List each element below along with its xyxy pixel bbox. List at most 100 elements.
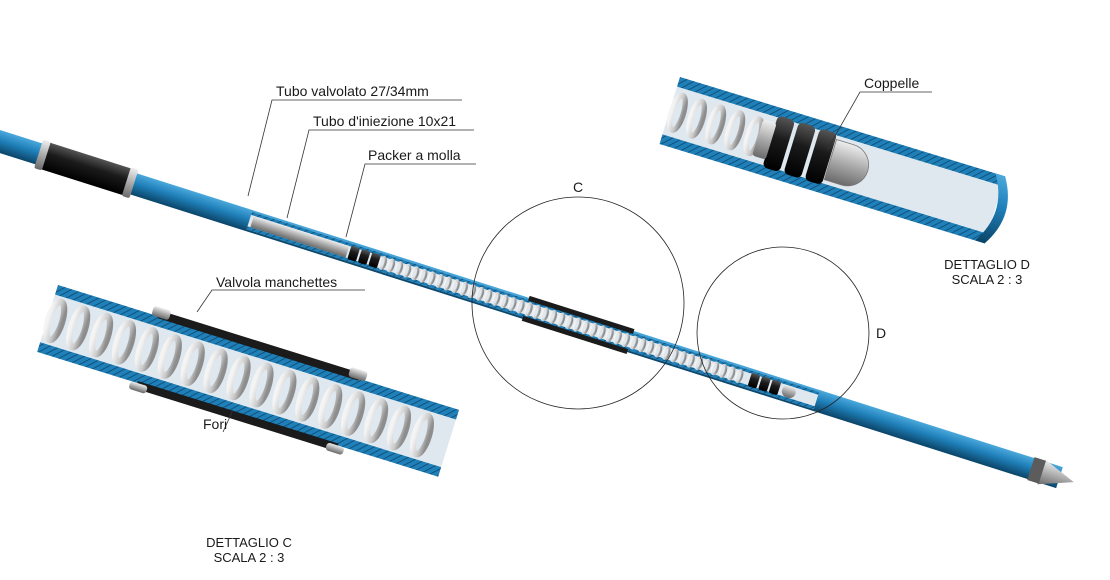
sleeve-ring-left bbox=[34, 140, 51, 170]
spring-coil bbox=[718, 363, 728, 378]
spring-coil bbox=[410, 266, 420, 281]
spring-coil bbox=[427, 271, 436, 286]
spring-coil bbox=[318, 384, 343, 429]
spring-coil bbox=[581, 320, 590, 335]
detail-circle-d bbox=[696, 246, 870, 420]
detail-d-view bbox=[659, 77, 1008, 244]
spring-coil bbox=[540, 307, 549, 322]
main-rod bbox=[0, 126, 1074, 489]
spring-coil bbox=[203, 348, 228, 394]
spring-coil bbox=[341, 391, 366, 436]
spring-coil bbox=[572, 317, 582, 332]
spring-coil bbox=[524, 302, 533, 317]
label-valvola: Valvola manchettes bbox=[216, 274, 337, 290]
packer-cups-right bbox=[748, 373, 796, 399]
detail-d-spring bbox=[666, 92, 765, 157]
spring-coil bbox=[705, 104, 727, 145]
spring-coil bbox=[516, 299, 525, 314]
spring-coil bbox=[295, 376, 320, 422]
spring-coil bbox=[548, 309, 558, 324]
detail-d-cups bbox=[752, 116, 870, 187]
spring-coil bbox=[532, 304, 541, 319]
spring-coil bbox=[451, 279, 460, 294]
spring-coil bbox=[418, 268, 428, 283]
spring-coil bbox=[686, 98, 708, 139]
marker-d: D bbox=[876, 325, 886, 341]
spring-coil bbox=[734, 369, 744, 383]
spring-coil bbox=[249, 362, 274, 408]
spring-coil bbox=[564, 315, 574, 330]
spring-coil bbox=[88, 312, 114, 358]
detail-circle-c bbox=[471, 196, 685, 410]
spring-coil bbox=[459, 281, 468, 296]
spring-coil bbox=[386, 258, 396, 273]
spring-coil bbox=[475, 286, 485, 301]
spring-coil bbox=[508, 297, 517, 312]
spring-coil bbox=[662, 345, 671, 360]
spring-coil bbox=[443, 276, 452, 291]
spring-coil bbox=[409, 412, 434, 458]
spring-coil bbox=[686, 353, 695, 368]
spring-coil bbox=[394, 261, 404, 276]
spring-coil bbox=[491, 291, 501, 306]
spring-coil bbox=[180, 341, 205, 386]
spring-coil bbox=[621, 333, 631, 347]
sleeve-ring-right bbox=[122, 167, 138, 198]
spring-coil bbox=[666, 92, 688, 133]
spring-coil bbox=[710, 361, 720, 376]
leader-coppelle bbox=[826, 91, 932, 151]
rubber-sleeve bbox=[38, 142, 132, 195]
spring-coil bbox=[435, 273, 444, 288]
spring-coil bbox=[605, 327, 614, 342]
spring-coil bbox=[726, 366, 736, 381]
label-tubo-valvolato: Tubo valvolato 27/34mm bbox=[276, 83, 429, 99]
spring-coil bbox=[363, 398, 389, 444]
leader-tubo-valvolato bbox=[247, 99, 462, 197]
spring-coil bbox=[500, 294, 509, 309]
spring-coil bbox=[637, 338, 647, 353]
leader-packer bbox=[345, 163, 476, 238]
detail-d-scale: SCALA 2 : 3 bbox=[952, 272, 1023, 287]
detail-c-view bbox=[37, 285, 459, 477]
spring-coil bbox=[386, 405, 412, 451]
spring-coil bbox=[597, 325, 606, 340]
detail-c-manchette-bottom bbox=[135, 381, 339, 452]
label-tubo-iniezione: Tubo d'iniezione 10x21 bbox=[313, 113, 456, 129]
spring-coil bbox=[556, 312, 566, 327]
detail-d-title: DETTAGLIO D bbox=[944, 257, 1030, 272]
spring-coil bbox=[645, 340, 655, 355]
spring-coil bbox=[378, 256, 387, 270]
marker-c: C bbox=[573, 179, 583, 195]
spring-coil bbox=[724, 110, 746, 151]
spring-coil bbox=[111, 319, 137, 365]
spring-coil bbox=[66, 305, 91, 351]
label-coppelle: Coppelle bbox=[864, 75, 919, 91]
spring-coil bbox=[402, 263, 412, 278]
detail-c-spring bbox=[43, 298, 434, 458]
spring-coil bbox=[629, 335, 639, 350]
spring-coil bbox=[678, 351, 687, 365]
spring-coil bbox=[157, 334, 182, 379]
spring-coil bbox=[589, 322, 598, 337]
detail-c-manchette-top bbox=[157, 310, 361, 381]
packer-cups-left bbox=[347, 246, 381, 268]
detail-c-scale: SCALA 2 : 3 bbox=[214, 550, 285, 565]
spring-coil bbox=[613, 330, 622, 345]
tubo-iniezione bbox=[250, 215, 350, 258]
detail-c-title: DETTAGLIO C bbox=[206, 535, 292, 550]
spring-coils bbox=[378, 256, 744, 383]
leader-valvola bbox=[196, 289, 365, 313]
label-packer: Packer a molla bbox=[368, 147, 461, 163]
leader-fori bbox=[222, 409, 234, 433]
label-fori: Fori bbox=[203, 416, 227, 432]
spring-coil bbox=[702, 358, 712, 373]
spring-coil bbox=[43, 298, 68, 344]
spring-coil bbox=[670, 348, 679, 363]
spring-coil bbox=[653, 343, 663, 358]
spring-coil bbox=[483, 289, 493, 304]
spring-coil bbox=[272, 369, 297, 415]
leader-tubo-iniezione bbox=[286, 129, 474, 219]
conical-tip bbox=[1037, 459, 1074, 485]
valve-sleeve-main bbox=[528, 295, 635, 334]
